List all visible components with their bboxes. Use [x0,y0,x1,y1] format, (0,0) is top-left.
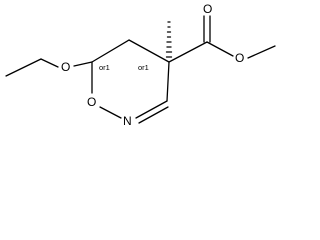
ester-oxygen-label: O [235,51,244,65]
bond-ethyl-ch3-ch2 [5,58,42,77]
carbonyl-oxygen-label: O [203,2,212,16]
bond-ethyl-ch2-o [40,58,59,68]
ring-oxygen-label: O [87,95,96,109]
bond-c4-carbonyl [168,41,208,63]
c4-stereo-label: or1 [138,63,149,72]
ring-nitrogen-label: N [123,114,132,128]
chemical-structure: O O N O O or1 or1 [5,2,276,128]
bond-c3-c4 [166,61,170,102]
bond-carbonyl-ester-o [206,41,234,57]
bond-ester-o-methyl [247,45,276,59]
bond-c5-c4 [128,39,170,63]
c6-stereo-label: or1 [99,63,110,72]
bond-o-c6 [73,61,93,67]
bond-n2-c3 [135,100,168,119]
ethoxy-oxygen-label: O [61,60,70,74]
bond-o1-n2 [99,106,122,119]
bond-n2-c3-second [138,106,169,124]
bond-c6-c5 [91,39,130,63]
methyl-hashed-wedge [165,21,173,58]
